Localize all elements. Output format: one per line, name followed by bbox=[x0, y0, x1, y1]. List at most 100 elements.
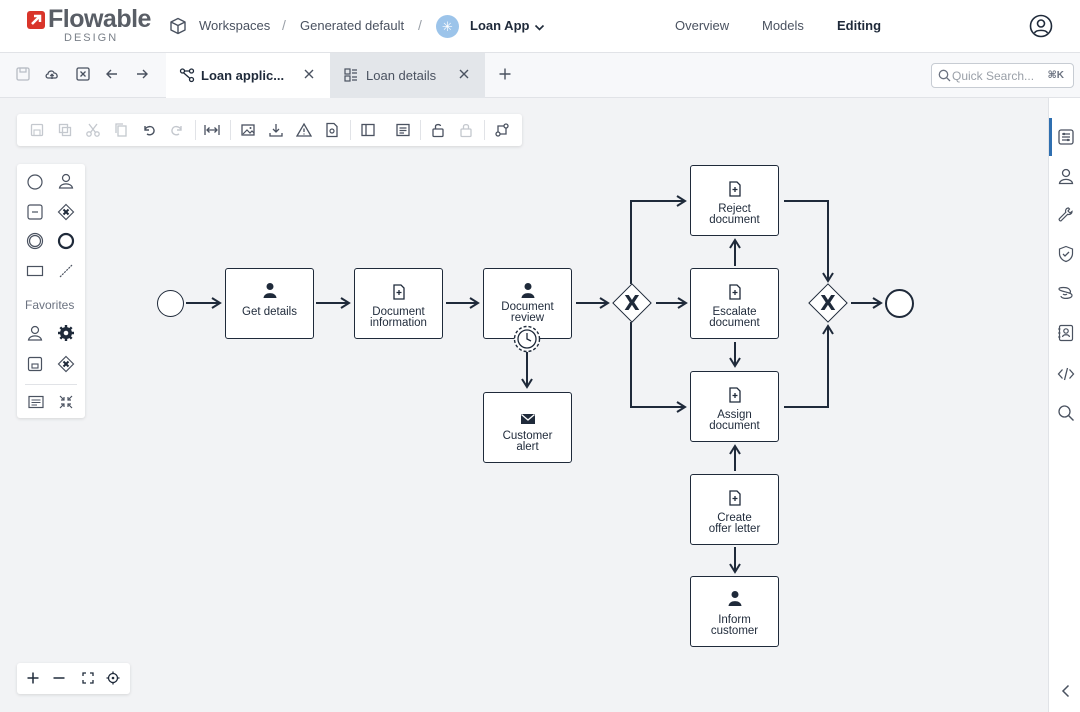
favorite-gateway-icon[interactable] bbox=[57, 355, 75, 373]
breadcrumb-app-name[interactable]: Loan App bbox=[470, 18, 530, 33]
task-label: Get details bbox=[242, 306, 297, 318]
breadcrumb-workspaces[interactable]: Workspaces bbox=[199, 18, 271, 33]
logo-wordmark: Flowable bbox=[48, 5, 151, 33]
zoom-out-icon[interactable] bbox=[52, 671, 66, 685]
properties-rail bbox=[1048, 98, 1080, 712]
start-event[interactable] bbox=[157, 290, 184, 317]
undo-icon[interactable] bbox=[141, 122, 157, 138]
close-all-icon[interactable] bbox=[75, 66, 91, 82]
tab-bar bbox=[0, 53, 1080, 98]
warning-icon[interactable] bbox=[296, 122, 312, 138]
end-event-icon[interactable] bbox=[57, 232, 75, 250]
fit-screen-icon[interactable] bbox=[81, 671, 95, 685]
redo-icon[interactable] bbox=[169, 122, 185, 138]
task-reject-document[interactable]: Reject document bbox=[690, 165, 779, 236]
connector-icon[interactable] bbox=[57, 262, 75, 280]
auto-layout-icon[interactable] bbox=[494, 122, 510, 138]
exclusive-gateway-icon[interactable] bbox=[57, 203, 75, 221]
task-customer-alert[interactable]: Customer alert bbox=[483, 392, 572, 463]
boundary-timer-icon[interactable] bbox=[513, 325, 541, 353]
image-export-icon[interactable] bbox=[240, 122, 256, 138]
rail-active-indicator bbox=[1049, 118, 1052, 156]
chevron-down-icon[interactable] bbox=[534, 22, 545, 33]
task-label-line2: alert bbox=[516, 441, 539, 453]
task-label-line1: Customer bbox=[502, 430, 553, 442]
arrow-left-icon[interactable] bbox=[104, 66, 120, 82]
gateway-x-marker: X bbox=[624, 291, 640, 315]
toolbar-divider bbox=[195, 120, 196, 140]
form-task-icon[interactable] bbox=[26, 355, 44, 373]
task-get-details[interactable]: Get details bbox=[225, 268, 314, 339]
properties-sliders-icon[interactable] bbox=[1057, 128, 1075, 146]
search-input[interactable] bbox=[952, 67, 1044, 84]
nav-editing[interactable]: Editing bbox=[837, 18, 882, 33]
task-create-offer-letter[interactable]: Create offer letter bbox=[690, 474, 779, 545]
intermediate-event-icon[interactable] bbox=[26, 232, 44, 250]
arrow-right-icon[interactable] bbox=[134, 66, 150, 82]
assignment-user-icon[interactable] bbox=[1057, 167, 1075, 185]
lock-icon[interactable] bbox=[458, 122, 474, 138]
cut-icon[interactable] bbox=[85, 122, 101, 138]
list-icon[interactable] bbox=[27, 393, 45, 411]
user-task-icon[interactable] bbox=[57, 172, 75, 190]
copy-icon[interactable] bbox=[113, 122, 129, 138]
breadcrumb-generated-default[interactable]: Generated default bbox=[300, 18, 405, 33]
subprocess-icon[interactable] bbox=[26, 203, 44, 221]
palette-divider bbox=[25, 384, 77, 385]
task-label-line1: Assign bbox=[717, 409, 752, 421]
task-label-line2: customer bbox=[710, 625, 759, 637]
unlock-icon[interactable] bbox=[430, 122, 446, 138]
start-event-icon[interactable] bbox=[26, 173, 44, 191]
service-task-gear-icon[interactable] bbox=[57, 324, 75, 342]
collapse-icon[interactable] bbox=[57, 393, 75, 411]
task-escalate-document[interactable]: Escalate document bbox=[690, 268, 779, 339]
document-settings-icon[interactable] bbox=[324, 122, 340, 138]
save-icon[interactable] bbox=[29, 122, 45, 138]
cloud-upload-icon[interactable] bbox=[44, 66, 60, 82]
tab-label: Loan details bbox=[366, 68, 437, 83]
task-inform-customer[interactable]: Inform customer bbox=[690, 576, 779, 647]
document-task-icon bbox=[728, 181, 741, 197]
duplicate-icon[interactable] bbox=[57, 122, 73, 138]
breadcrumb-separator: / bbox=[418, 17, 422, 33]
task-label-line2: document bbox=[709, 317, 760, 329]
center-crosshair-icon[interactable] bbox=[106, 671, 120, 685]
wrench-icon[interactable] bbox=[1057, 206, 1075, 224]
close-icon[interactable] bbox=[457, 67, 471, 81]
save-icon[interactable] bbox=[15, 66, 31, 82]
logo-subtitle: DESIGN bbox=[64, 32, 119, 44]
panel-layout-icon[interactable] bbox=[360, 122, 376, 138]
user-account-icon[interactable] bbox=[1029, 14, 1053, 38]
data-object-icon[interactable] bbox=[1057, 284, 1075, 302]
end-event[interactable] bbox=[885, 289, 914, 318]
user-task-icon bbox=[728, 591, 741, 606]
chevron-left-icon[interactable] bbox=[1057, 682, 1075, 700]
quick-search[interactable]: ⌘K bbox=[931, 63, 1074, 88]
fit-width-icon[interactable] bbox=[204, 122, 220, 138]
add-tab-icon[interactable] bbox=[498, 67, 512, 81]
search-shortcut: ⌘K bbox=[1047, 70, 1065, 81]
task-assign-document[interactable]: Assign document bbox=[690, 371, 779, 442]
flowable-logo[interactable]: Flowable DESIGN bbox=[26, 5, 154, 46]
search-icon[interactable] bbox=[1057, 404, 1075, 422]
nav-models[interactable]: Models bbox=[762, 18, 804, 33]
cube-icon[interactable] bbox=[169, 17, 187, 35]
code-icon[interactable] bbox=[1057, 365, 1075, 383]
list-view-icon[interactable] bbox=[395, 122, 411, 138]
favorite-user-task-icon[interactable] bbox=[26, 324, 44, 342]
download-icon[interactable] bbox=[268, 122, 284, 138]
zoom-in-icon[interactable] bbox=[26, 671, 40, 685]
nav-overview[interactable]: Overview bbox=[675, 18, 730, 33]
shield-check-icon[interactable] bbox=[1057, 245, 1075, 263]
contact-card-icon[interactable] bbox=[1057, 324, 1075, 342]
task-label-line2: offer letter bbox=[708, 523, 761, 535]
close-icon[interactable] bbox=[302, 67, 316, 81]
tab-loan-application[interactable]: Loan applic... bbox=[166, 53, 330, 98]
toolbar-divider bbox=[230, 120, 231, 140]
top-bar: Flowable DESIGN Workspaces / Generated d… bbox=[0, 0, 1080, 53]
text-annotation-icon[interactable] bbox=[26, 262, 44, 280]
zoom-controls bbox=[17, 663, 130, 694]
task-document-information[interactable]: Document information bbox=[354, 268, 443, 339]
tab-loan-details[interactable]: Loan details bbox=[330, 53, 485, 98]
breadcrumb-separator: / bbox=[282, 17, 286, 33]
